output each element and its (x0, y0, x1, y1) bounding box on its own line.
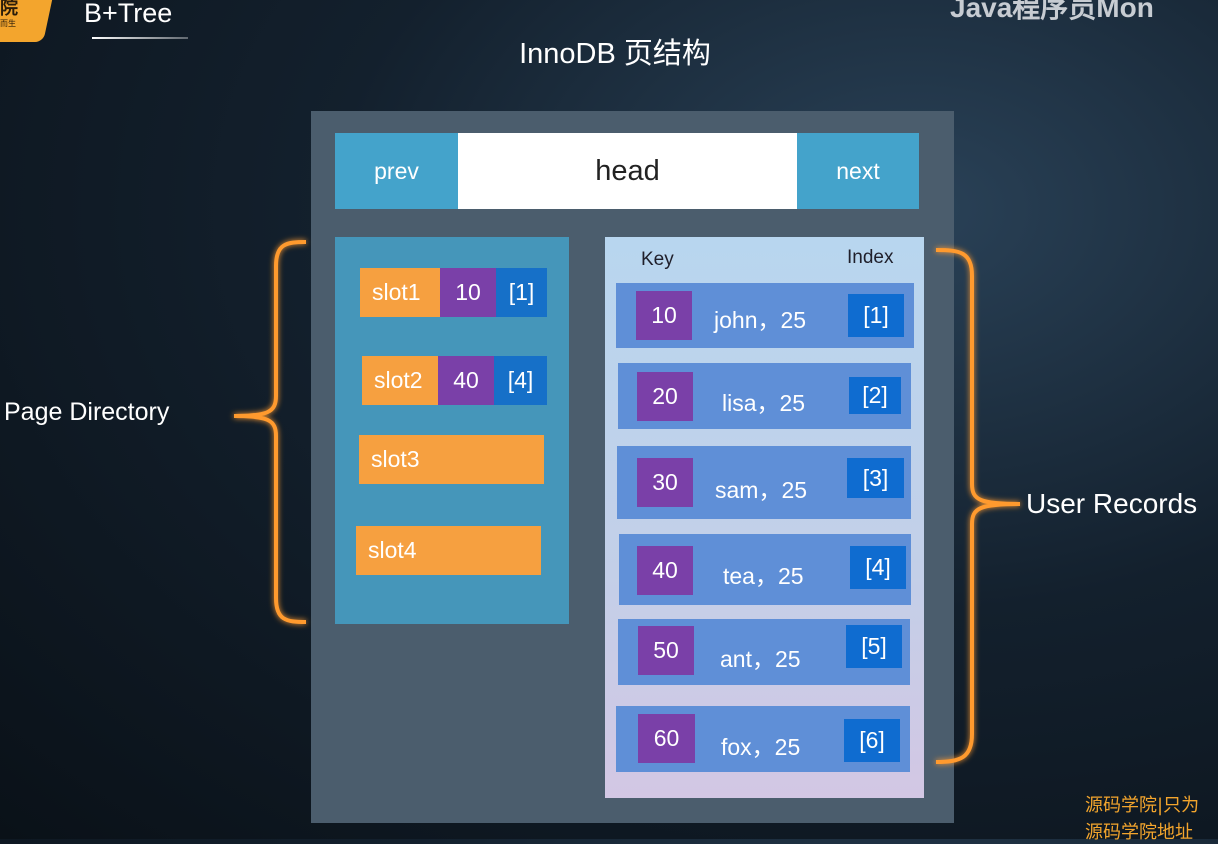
record-value: john，25 (714, 307, 807, 333)
logo-glyph: 院 (0, 0, 18, 19)
record-value: fox，25 (721, 734, 801, 760)
watermark-line2: 源码学院地址 (1085, 822, 1193, 843)
record-row: 40 tea，25 [4] (619, 534, 911, 605)
record-key: 60 (638, 714, 695, 763)
record-row: 10 john，25 [1] (616, 283, 914, 348)
record-row: 30 sam，25 [3] (617, 446, 911, 519)
record-index: [2] (849, 377, 901, 414)
slot-index: [4] (494, 356, 547, 405)
page-directory-label: Page Directory (4, 398, 170, 426)
watermark-line1: 源码学院|只为 (1085, 795, 1200, 816)
slot-key: 40 (438, 356, 494, 405)
record-key: 50 (638, 626, 694, 675)
directory-slot: slot1 10 [1] (360, 268, 547, 317)
key-column-header: Key (641, 249, 674, 270)
page-title: InnoDB 页结构 (519, 38, 711, 70)
record-value: tea，25 (723, 563, 804, 589)
brand-watermark-top: Java程序员Mon (950, 0, 1154, 23)
record-key: 10 (636, 291, 692, 340)
page-directory-brace (233, 240, 307, 624)
slot-name: slot2 (362, 356, 438, 405)
record-index: [1] (848, 294, 904, 337)
record-index: [3] (847, 458, 904, 498)
record-value: lisa，25 (722, 390, 806, 416)
record-value: sam，25 (715, 477, 808, 503)
next-pointer: next (797, 133, 919, 209)
prev-pointer: prev (335, 133, 458, 209)
user-records-label: User Records (1026, 488, 1198, 519)
directory-slot: slot2 40 [4] (362, 356, 547, 405)
user-records-brace (935, 248, 1021, 764)
record-key: 40 (637, 546, 693, 595)
index-column-header: Index (847, 247, 894, 268)
record-row: 50 ant，25 [5] (618, 619, 910, 685)
record-key: 20 (637, 372, 693, 421)
directory-slot: slot3 (359, 435, 544, 484)
directory-slot: slot4 (356, 526, 541, 575)
slot-name: slot3 (359, 435, 544, 484)
page-head: head (458, 133, 797, 209)
record-row: 20 lisa，25 [2] (618, 363, 911, 429)
logo-subtext: 而生 (0, 19, 16, 28)
record-index: [6] (844, 719, 900, 762)
slot-name: slot4 (356, 526, 541, 575)
title-underline (92, 37, 188, 39)
record-index: [5] (846, 625, 902, 668)
slot-key: 10 (440, 268, 496, 317)
slot-index: [1] (496, 268, 547, 317)
record-key: 30 (637, 458, 693, 507)
deck-title: B+Tree (84, 0, 173, 28)
record-index: [4] (850, 546, 906, 589)
slot-name: slot1 (360, 268, 440, 317)
record-row: 60 fox，25 [6] (616, 706, 910, 772)
record-value: ant，25 (720, 646, 801, 672)
